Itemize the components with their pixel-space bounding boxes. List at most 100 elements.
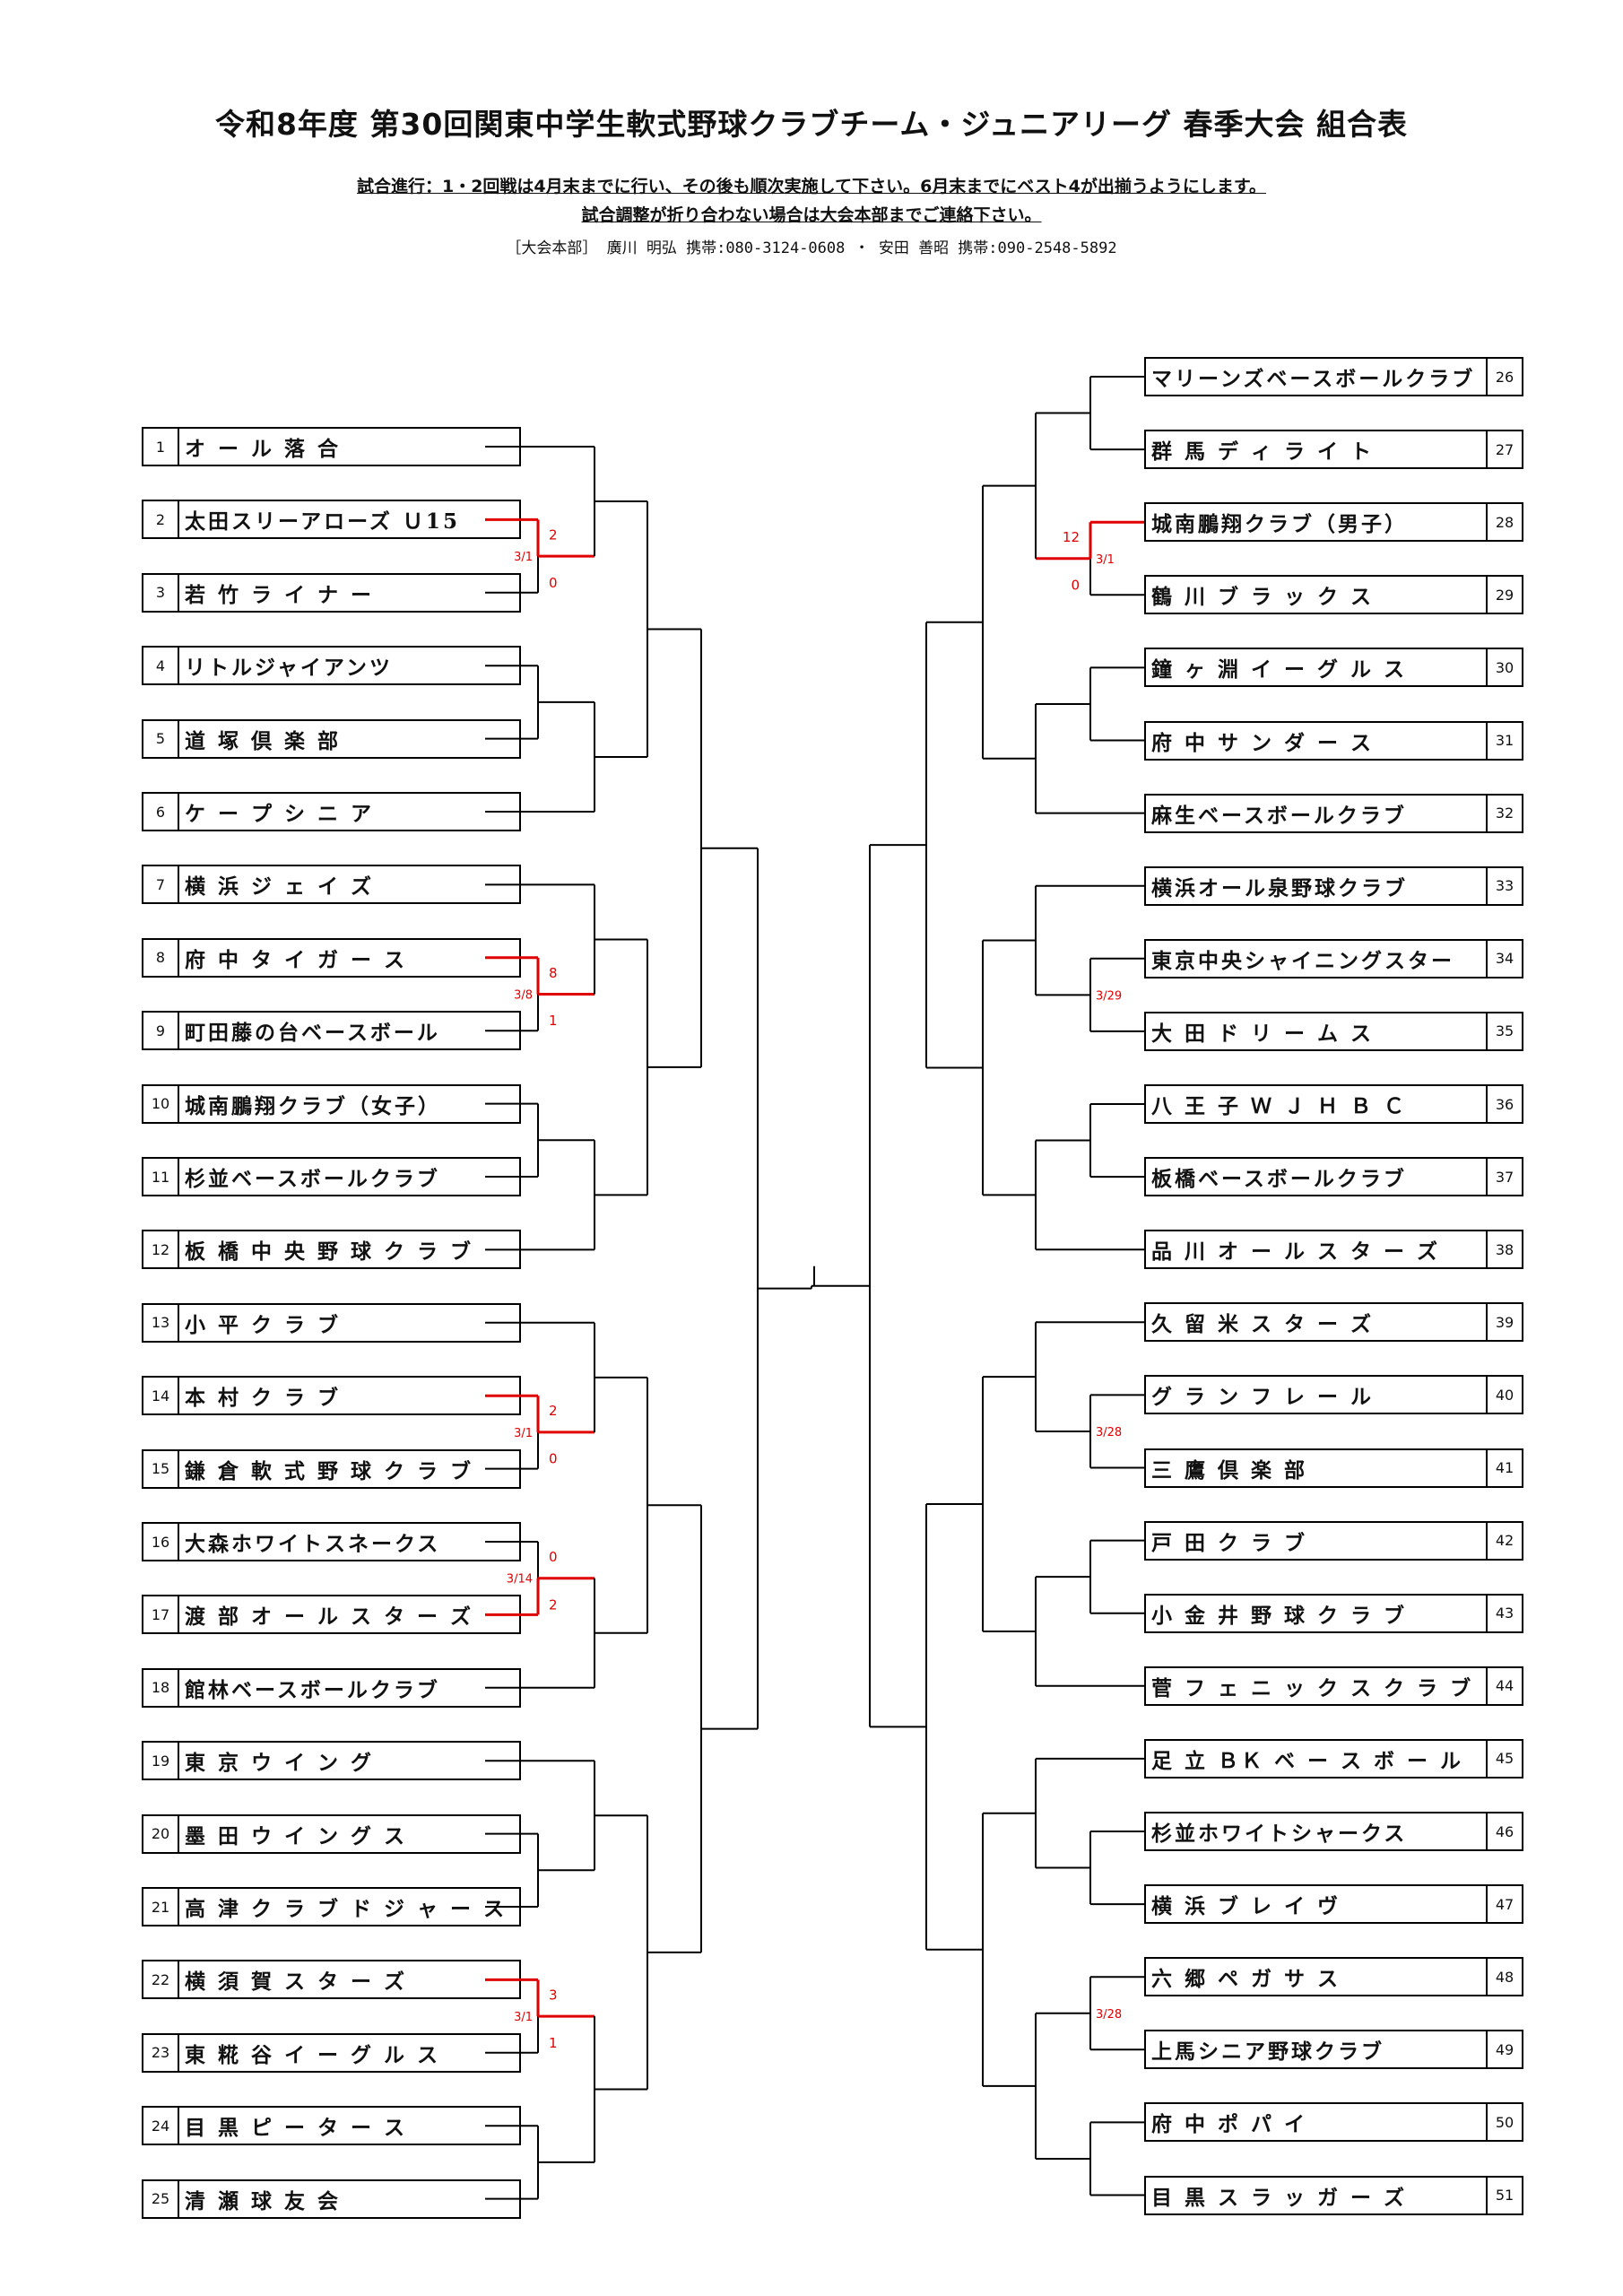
- team-name: 大 田 ド リ ー ム ス: [1151, 1021, 1375, 1046]
- team-number: 21: [143, 1889, 179, 1925]
- team-number: 36: [1486, 1086, 1522, 1122]
- score-top: 2: [549, 526, 558, 543]
- team-number: 38: [1486, 1231, 1522, 1268]
- team-number: 19: [143, 1743, 179, 1779]
- notice-line-1: 試合進行：1・2回戦は4月末までに行い、その後も順次実施して下さい。6月末までに…: [356, 177, 1266, 196]
- team-number: 28: [1486, 504, 1522, 541]
- team-number: 37: [1486, 1159, 1522, 1196]
- team-name: 府 中 タ イ ガ ー ス: [185, 947, 408, 972]
- team-name: 城南鵬翔クラブ（男子）: [1151, 512, 1408, 537]
- team-name: 鎌 倉 軟 式 野 球 ク ラ ブ: [185, 1458, 474, 1483]
- score-bottom: 2: [549, 1596, 558, 1613]
- team-number: 39: [1486, 1304, 1522, 1341]
- team-number: 11: [143, 1159, 179, 1195]
- team-number: 13: [143, 1304, 179, 1341]
- team-number: 1: [143, 429, 179, 465]
- team-number: 27: [1486, 431, 1522, 468]
- team-number: 49: [1486, 2031, 1522, 2068]
- team-row: 戸 田 ク ラ ブ 42: [1144, 1520, 1523, 1561]
- team-number: 29: [1486, 577, 1522, 613]
- team-name: 群 馬 デ ィ ラ イ ト: [1151, 439, 1375, 465]
- team-number: 40: [1486, 1377, 1522, 1413]
- team-name: 東 京 ウ イ ン グ: [185, 1751, 375, 1776]
- team-number: 12: [143, 1231, 179, 1268]
- team-name: 館林ベースボールクラブ: [185, 1677, 440, 1702]
- score-top: 2: [549, 1403, 558, 1419]
- team-name: 本 村 ク ラ ブ: [185, 1386, 342, 1411]
- team-number: 35: [1486, 1013, 1522, 1049]
- team-number: 24: [143, 2108, 179, 2144]
- score-bottom: 1: [549, 2035, 558, 2051]
- score-bottom: 0: [549, 575, 558, 591]
- score-top: 12: [1063, 529, 1080, 545]
- team-name: 渡 部 オ ー ル ス タ ー ズ: [185, 1605, 474, 1630]
- team-name: 目 黒 ピ ー タ ー ス: [185, 2116, 408, 2141]
- team-number: 42: [1486, 1522, 1522, 1559]
- team-name: 足 立 ＢＫ ベ ー ス ボ ー ル: [1151, 1748, 1464, 1773]
- team-number: 7: [143, 866, 179, 903]
- team-row: 足 立 ＢＫ ベ ー ス ボ ー ル 45: [1144, 1738, 1523, 1779]
- team-name: 六 郷 ペ ガ サ ス: [1151, 1967, 1341, 1992]
- team-name: 横 浜 ブ レ イ ヴ: [1151, 1894, 1341, 1919]
- team-number: 4: [143, 648, 179, 684]
- team-number: 45: [1486, 1740, 1522, 1777]
- team-name: 品 川 オ ー ル ス タ ー ズ: [1151, 1239, 1441, 1265]
- team-row: 群 馬 デ ィ ラ イ ト 27: [1144, 430, 1523, 470]
- team-number: 9: [143, 1013, 179, 1049]
- team-name: 小 平 ク ラ ブ: [185, 1312, 342, 1337]
- team-number: 5: [143, 720, 179, 757]
- team-name: 板 橋 中 央 野 球 ク ラ ブ: [185, 1239, 474, 1265]
- team-row: 八 王 子 Ｗ Ｊ Ｈ Ｂ Ｃ 36: [1144, 1084, 1523, 1124]
- team-number: 8: [143, 939, 179, 976]
- team-row: 板橋ベースボールクラブ 37: [1144, 1157, 1523, 1197]
- team-name: 戸 田 ク ラ ブ: [1151, 1530, 1308, 1555]
- team-number: 46: [1486, 1813, 1522, 1849]
- score-top: 0: [549, 1549, 558, 1565]
- team-name: 太田スリーアローズ Ｕ15: [185, 509, 460, 535]
- team-name: 上馬シニア野球クラブ: [1151, 2039, 1384, 2065]
- team-name: 東 糀 谷 イ ー グ ル ス: [185, 2042, 441, 2067]
- team-number: 22: [143, 1961, 179, 1998]
- team-number: 18: [143, 1669, 179, 1706]
- team-name: 板橋ベースボールクラブ: [1151, 1167, 1407, 1192]
- team-number: 6: [143, 794, 179, 830]
- match-date: 3/1: [514, 551, 533, 564]
- team-row: 上馬シニア野球クラブ 49: [1144, 2030, 1523, 2070]
- team-row: 大 田 ド リ ー ム ス 35: [1144, 1011, 1523, 1051]
- match-date: 3/14: [507, 1573, 533, 1587]
- team-name: マリーンズベースボールクラブ: [1151, 367, 1476, 391]
- team-name: オ ー ル 落 合: [185, 437, 342, 461]
- team-number: 43: [1486, 1595, 1522, 1631]
- team-name: 八 王 子 Ｗ Ｊ Ｈ Ｂ Ｃ: [1151, 1094, 1408, 1118]
- team-name: 三 鷹 倶 楽 部: [1151, 1457, 1308, 1483]
- score-bottom: 0: [549, 1451, 558, 1467]
- match-date: 3/28: [1096, 2008, 1122, 2022]
- team-number: 17: [143, 1596, 179, 1633]
- match-date: 3/8: [514, 989, 533, 1003]
- team-name: 鶴 川 ブ ラ ッ ク ス: [1151, 585, 1375, 610]
